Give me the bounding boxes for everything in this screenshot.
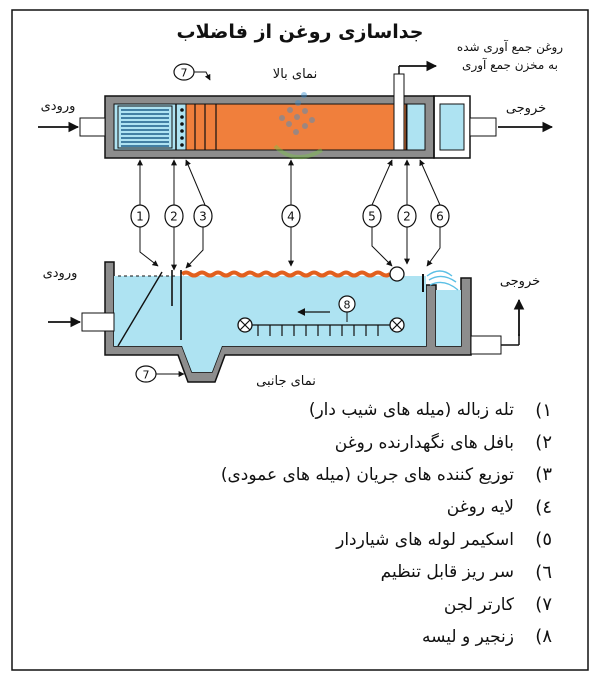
collected-oil-label-1: روغن جمع آوری شده [457,39,563,55]
sprocket-right [389,317,405,333]
legend-number: ٣) [535,464,552,486]
callout-group: 1 2 3 4 5 2 6 [130,159,450,271]
legend-number: ٤) [535,496,552,518]
top-view: ورودی خروجی روغن جمع آوری شده به مخزن جم… [38,39,563,159]
legend-item: ٣) توزیع کننده های جریان (میله های عمودی… [32,459,552,491]
top-flow-distributors [180,108,184,147]
legend-text: سر ریز قابل تنظیم [380,562,514,583]
callout-4-number: 4 [287,210,295,224]
callout-1-down [139,226,159,267]
legend-item: ٧) کارتر لجن [32,588,552,620]
diagram-title: جداسازی روغن از فاضلاب [177,21,424,43]
top-skimmer-pipe [393,73,405,151]
side-callout-7-number: 7 [143,369,150,382]
legend-item: ٥) اسکیمر لوله های شیاردار [32,524,552,556]
legend-text: کارتر لجن [443,594,514,615]
legend-number: ٨) [535,626,552,648]
side-view-label: نمای جانبی [256,374,316,389]
callout-2-right-circle [397,204,417,228]
top-debris-trap [117,105,173,149]
side-overflow [426,270,459,291]
top-inlet-pipe [79,117,106,137]
legend-item: ١) تله زباله (میله های شیب دار) [32,394,552,426]
side-inlet-label: ورودی [43,266,78,281]
scraper-ticks [257,325,379,336]
callout-5-up [371,159,393,206]
legend-text: تله زباله (میله های شیب دار) [308,400,514,421]
side-water-main [114,276,426,372]
watermark-logo [273,92,324,159]
callout-2-left-number: 2 [170,210,178,224]
side-inlet-pipe [81,312,115,332]
callout-5-circle [362,204,382,228]
legend-text: توزیع کننده های جریان (میله های عمودی) [220,464,514,485]
top-oil-layer [185,103,407,151]
legend-text: بافل های نگهدارنده روغن [334,432,514,453]
top-inlet-label: ورودی [41,99,76,114]
top-callout-7-leader [194,71,211,81]
top-outlet-label: خروجی [506,101,546,116]
side-water-outlet [436,290,461,346]
callout-6-circle [430,204,450,228]
outer-border [11,9,589,671]
side-debris-trap [117,271,163,347]
legend: ١) تله زباله (میله های شیب دار) ٢) بافل … [32,394,552,653]
side-skimmer-pipe [389,266,405,282]
side-outlet-pipe [470,335,502,355]
callout-3-circle [193,204,213,228]
callout-5-down [371,227,393,267]
side-outlet-label: خروجی [500,274,540,289]
callout-3-up [185,159,206,206]
legend-number: ١) [535,399,552,421]
legend-text: لایه روغن [446,497,514,518]
top-separator-lines [194,104,217,150]
side-view: 8 ورودی خروجی 7 نمای جانبی [43,261,540,389]
legend-number: ٢) [535,432,552,454]
legend-item: ٦) سر ریز قابل تنظیم [32,556,552,588]
side-callout-8-number: 8 [344,299,351,312]
top-weir [406,103,426,151]
legend-number: ٦) [535,561,552,583]
legend-number: ٥) [535,529,552,551]
callout-2-right-number: 2 [403,210,411,224]
sprocket-left [237,317,253,333]
callout-6-down [426,227,441,267]
callout-6-up [419,159,441,206]
callout-6-number: 6 [436,210,444,224]
top-outlet-pipe [469,117,497,137]
top-view-label: نمای بالا [273,67,317,82]
callout-1-circle [130,204,150,228]
callout-2-left-circle [164,204,184,228]
legend-item: ٢) بافل های نگهدارنده روغن [32,426,552,458]
legend-item: ٤) لایه روغن [32,491,552,523]
top-debris-trap-bars [121,109,169,147]
collected-oil-label-2: به مخزن جمع آوری [462,57,558,73]
callout-1-number: 1 [136,210,144,224]
callout-5-number: 5 [368,210,376,224]
legend-text: اسکیمر لوله های شیاردار [336,529,514,550]
top-callout-7-number: 7 [181,67,188,80]
legend-number: ٧) [535,594,552,616]
legend-item: ٨) زنجیر و لیسه [32,621,552,653]
top-outlet-chamber [439,103,465,151]
side-oil-layer [180,270,392,278]
legend-text: زنجیر و لیسه [421,626,514,647]
callout-4-circle [281,204,301,228]
callout-3-number: 3 [199,210,207,224]
callout-3-down [185,226,204,269]
